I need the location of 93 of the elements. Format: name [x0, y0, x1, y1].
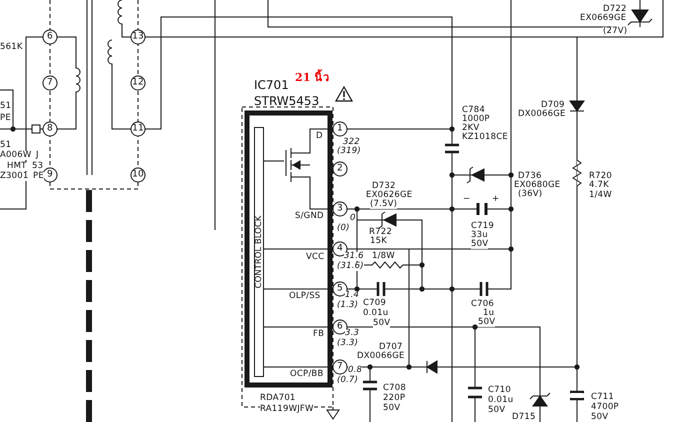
pin-number: 13	[132, 32, 144, 42]
component-label: 51	[0, 141, 12, 150]
voltage-reading: (0)	[337, 224, 350, 232]
component-label: EX0669GE	[580, 14, 626, 22]
component-label: (27V)	[603, 27, 628, 36]
component-label: RA119WJFW	[260, 405, 314, 414]
pin-number: 3	[337, 204, 343, 214]
voltage-reading: (31.6)	[337, 262, 364, 270]
pin-name: OCP/BB	[290, 370, 324, 378]
component-label: 1/4W	[589, 191, 612, 200]
component-label: EX0626GE	[366, 191, 412, 200]
polarity-sign: +	[492, 195, 500, 204]
pin-number: 9	[47, 170, 53, 180]
component-label: C706	[471, 300, 494, 308]
component-label: 0.01u	[488, 396, 514, 404]
control-block-bar	[254, 127, 264, 377]
component-label: 33u	[471, 231, 488, 240]
voltage-reading: (0.7)	[337, 376, 358, 384]
component-label: 1000P	[462, 115, 490, 124]
pin-number: 6	[337, 322, 343, 332]
voltage-reading: 3.3	[345, 329, 360, 338]
component-label: R722	[369, 228, 392, 236]
pin-number: 4	[337, 244, 343, 254]
voltage-reading: (319)	[337, 147, 361, 156]
voltage-reading: (1.3)	[337, 301, 358, 310]
pin-number: 1	[337, 124, 343, 134]
voltage-reading: (3.3)	[337, 339, 358, 348]
component-label: 50V	[478, 318, 496, 326]
component-label: D722	[603, 5, 627, 14]
pin-number: 2	[337, 164, 343, 174]
component-label: 50V	[373, 319, 390, 328]
component-label: EX0680GE	[514, 181, 560, 190]
component-label: D709	[541, 101, 565, 110]
component-label: 50V	[591, 413, 608, 422]
component-label: (36V)	[518, 190, 542, 198]
component-label: PE	[33, 172, 44, 180]
voltage-reading: 31.6	[344, 252, 364, 260]
component-label: 4700P	[591, 403, 619, 412]
component-label: 4.7K	[589, 181, 609, 190]
component-label: PE	[0, 114, 11, 122]
voltage-reading: 1.4	[345, 291, 360, 300]
component-label: KZ1018CE	[462, 133, 508, 142]
pin-name: D	[316, 132, 323, 140]
ic-part-number: STRW5453	[254, 95, 320, 107]
pin-number: 6	[47, 32, 53, 42]
component-label: 561K	[0, 43, 23, 52]
component-label: C710	[488, 386, 511, 394]
component-label: DX0066GE	[518, 110, 566, 118]
block-label: CONTROL BLOCK	[254, 216, 264, 288]
component-label: 51	[0, 102, 12, 110]
component-label: 220P	[383, 394, 406, 402]
component-label: 15K	[370, 237, 387, 246]
component-label: J	[36, 151, 39, 160]
component-label: D732	[372, 182, 396, 190]
component-label: C711	[591, 393, 614, 402]
component-label: C708	[383, 384, 406, 392]
pin-number: 5	[337, 284, 343, 294]
component-label: A006W	[0, 151, 32, 160]
pin-name: OLP/SS	[289, 292, 320, 300]
voltage-reading: 0	[350, 214, 356, 222]
pin-name: FB	[313, 330, 324, 338]
pin-number: 12	[132, 78, 144, 88]
component-label: HMT	[7, 162, 27, 170]
component-label: RDA701	[260, 394, 296, 402]
component-label: Z3001	[0, 172, 28, 180]
voltage-reading: 0.8	[348, 366, 362, 374]
component-label: C709	[363, 299, 386, 308]
component-label: (7.5V)	[370, 200, 398, 208]
pin-number: 11	[132, 124, 144, 134]
component-label: 50V	[383, 404, 400, 412]
component-label: 1/8W	[372, 252, 395, 260]
component-label: 1u	[483, 309, 494, 318]
pin-number: 7	[47, 78, 53, 88]
component-label: R720	[589, 172, 612, 180]
voltage-reading: 322	[343, 138, 360, 146]
component-label: 53	[32, 162, 44, 170]
pin-number: 10	[132, 170, 144, 180]
polarity-sign: −	[463, 195, 470, 204]
component-label: C784	[462, 106, 485, 114]
component-label: C719	[471, 222, 494, 230]
component-label: 0.01u	[363, 309, 388, 318]
component-label: D715	[512, 413, 536, 422]
component-label: 50V	[471, 240, 488, 248]
ic-designator: IC701	[254, 79, 289, 91]
pin-name: S/GND	[295, 212, 324, 220]
pin-number: 8	[47, 124, 53, 134]
component-label: D707	[379, 343, 403, 352]
pin-number: 7	[337, 362, 343, 372]
component-label: 50V	[488, 406, 506, 414]
pin-name: VCC	[306, 253, 324, 262]
component-label: DX0066GE	[357, 352, 405, 360]
component-label: 2KV	[462, 124, 480, 132]
component-label: D736	[518, 172, 542, 180]
